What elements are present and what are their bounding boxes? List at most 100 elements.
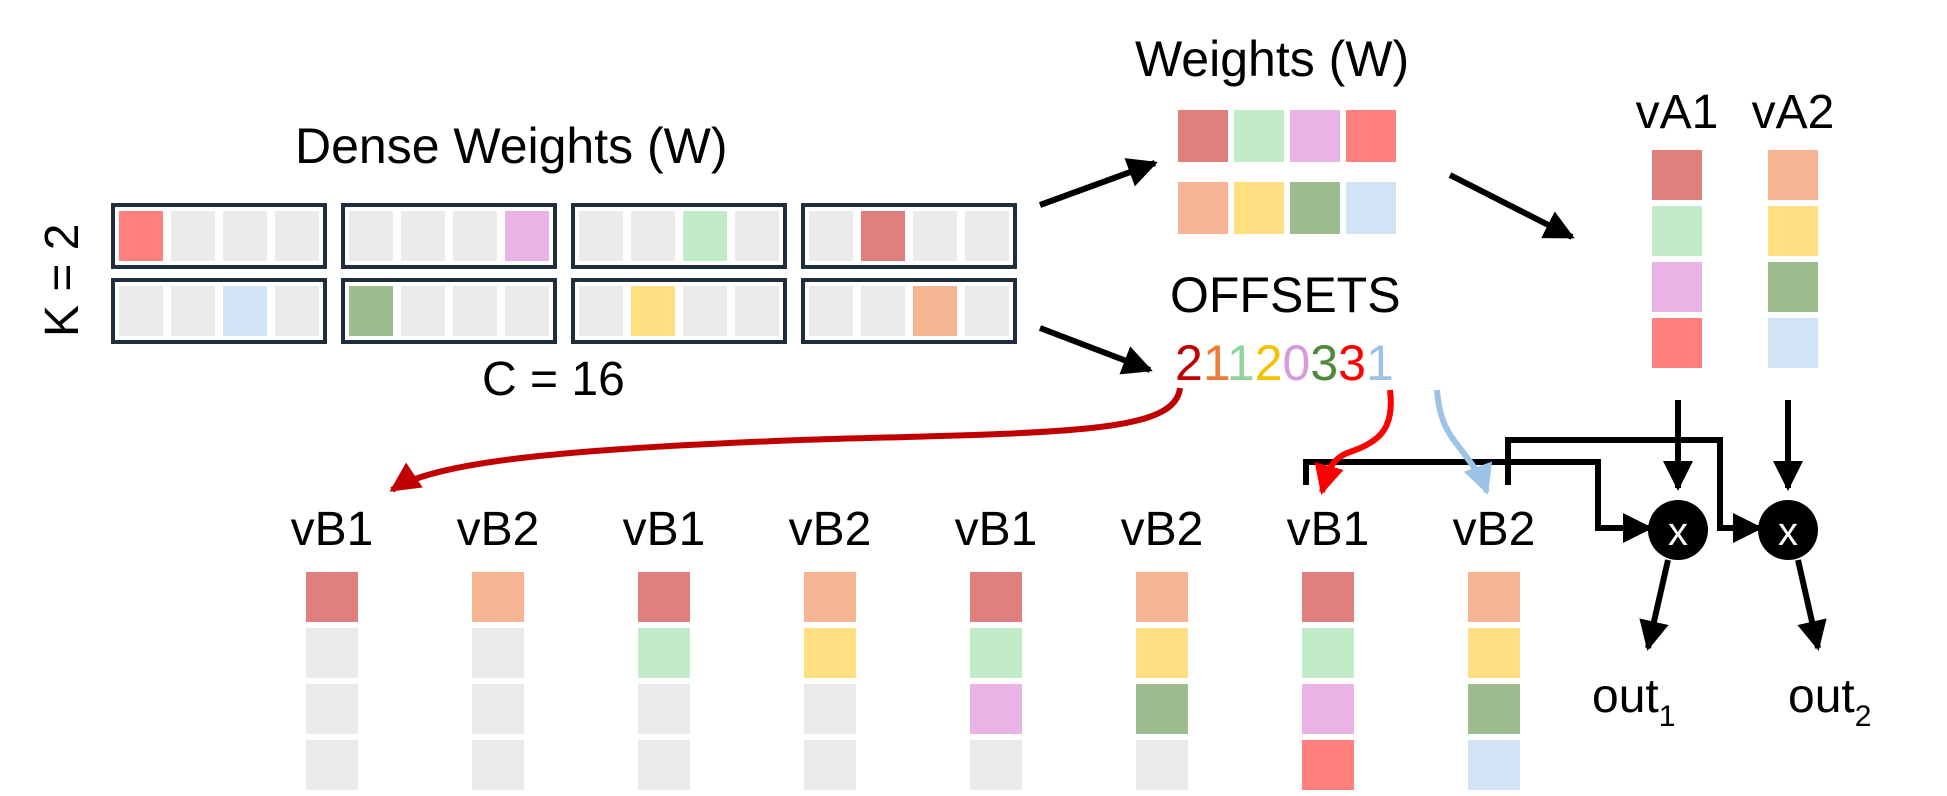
dense-cell [683, 286, 727, 336]
va-cell [1652, 150, 1702, 200]
dense-block [801, 278, 1017, 344]
output-1-base: out [1592, 670, 1659, 723]
vb-cell [638, 684, 690, 734]
arrow-weights-to-va [1448, 172, 1575, 240]
dense-cell [505, 286, 549, 336]
dense-block [111, 203, 327, 269]
vb-label: vB2 [789, 503, 872, 556]
dense-cell [453, 211, 497, 261]
c-label: C = 16 [482, 353, 625, 406]
arrow-dense-to-weights [1038, 158, 1158, 208]
multiply-label-1: x [1668, 510, 1688, 554]
offset-digit: 3 [1338, 335, 1366, 391]
multiply-node-1 [1648, 500, 1708, 560]
dense-block [111, 278, 327, 344]
vb-cell [472, 740, 524, 790]
compressed-weights-matrix [1178, 110, 1396, 234]
vb-cell [804, 684, 856, 734]
vb-label: vB1 [623, 503, 706, 556]
dense-cell [119, 211, 163, 261]
vb-cell [804, 572, 856, 622]
dense-cell [809, 211, 853, 261]
dense-cell [965, 211, 1009, 261]
vb-label: vB1 [291, 503, 374, 556]
dense-cell [119, 286, 163, 336]
weight-cell [1234, 110, 1284, 162]
weight-cell [1290, 182, 1340, 234]
vb-label: vB1 [1287, 503, 1370, 556]
arrow-vb2-to-mult2 [1505, 437, 1763, 543]
offset-digit: 1 [1203, 335, 1229, 391]
vb-cell [306, 628, 358, 678]
dense-block [571, 278, 787, 344]
vb-cell [1136, 628, 1188, 678]
va-cell [1652, 206, 1702, 256]
dense-cell [505, 211, 549, 261]
vb-cell [1302, 684, 1354, 734]
offset-digit: 1 [1366, 335, 1394, 391]
dense-cell [579, 286, 623, 336]
offset-digit: 1 [1227, 335, 1255, 391]
dense-cell [861, 211, 905, 261]
va-cell [1768, 318, 1818, 368]
weight-cell [1346, 110, 1396, 162]
vb-label: vB1 [955, 503, 1038, 556]
vb-label: vB2 [1453, 503, 1536, 556]
dense-cell [223, 286, 267, 336]
multiply-node-2 [1758, 500, 1818, 560]
dense-cell [223, 211, 267, 261]
output-2-base: out [1788, 670, 1855, 723]
vb-cell [804, 740, 856, 790]
dense-cell [735, 211, 779, 261]
dense-cell [275, 286, 319, 336]
vb-cell [472, 684, 524, 734]
weights-title: Weights (W) [1135, 31, 1409, 87]
output-2-subscript: 2 [1855, 700, 1872, 733]
vb-cell [638, 740, 690, 790]
dense-cell [401, 286, 445, 336]
dense-cell [861, 286, 905, 336]
dense-cell [171, 286, 215, 336]
arrow-offset-to-first-vb [389, 387, 1183, 493]
k-label: K = 2 [36, 224, 89, 337]
weight-cell [1290, 110, 1340, 162]
vb-cell [306, 740, 358, 790]
arrow-dense-to-offsets [1038, 325, 1153, 375]
vb-label: vB2 [457, 503, 540, 556]
dense-cell [735, 286, 779, 336]
vb-cell [970, 740, 1022, 790]
dense-cell [683, 211, 727, 261]
vb-cell [804, 628, 856, 678]
vb-cell [638, 628, 690, 678]
dense-cell [171, 211, 215, 261]
vb-cell [1468, 628, 1520, 678]
vb-cell [472, 572, 524, 622]
dense-cell [965, 286, 1009, 336]
vb-cell [306, 684, 358, 734]
offset-digit: 2 [1175, 335, 1203, 391]
dense-weights-title: Dense Weights (W) [295, 118, 728, 174]
vb-cell [1302, 628, 1354, 678]
dense-cell [453, 286, 497, 336]
output-1-label: out1 [1592, 670, 1675, 733]
dense-block [341, 203, 557, 269]
dense-block [801, 203, 1017, 269]
offsets-title: OFFSETS [1170, 267, 1401, 323]
vb-label: vB2 [1121, 503, 1204, 556]
dense-cell [275, 211, 319, 261]
vb-cell [638, 572, 690, 622]
va-cell [1768, 262, 1818, 312]
weight-cell [1234, 182, 1284, 234]
va-cell [1652, 262, 1702, 312]
vb-cell [1302, 572, 1354, 622]
vb-cell [970, 628, 1022, 678]
va-label: vA2 [1752, 86, 1835, 139]
vb-vectors: vB1 vB2 vB1 vB2 vB1 vB2 vB1 vB2 [291, 503, 1536, 790]
dense-cell [349, 211, 393, 261]
offset-digit: 0 [1283, 335, 1311, 391]
dense-cell [631, 286, 675, 336]
vb-cell [1468, 684, 1520, 734]
arrow-offset-to-eighth-vb [1434, 389, 1493, 495]
